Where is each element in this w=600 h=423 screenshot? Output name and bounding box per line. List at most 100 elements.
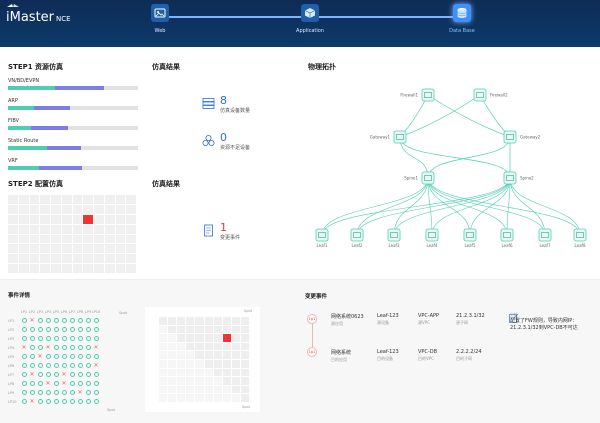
reachable-cell[interactable] xyxy=(84,344,92,352)
reachable-cell[interactable] xyxy=(28,344,36,352)
reachable-cell[interactable] xyxy=(76,335,84,343)
reachable-cell[interactable] xyxy=(76,371,84,379)
unreachable-cell[interactable] xyxy=(60,380,68,388)
reachable-cell[interactable] xyxy=(20,335,28,343)
reachable-cell[interactable] xyxy=(20,389,28,397)
reachable-cell[interactable] xyxy=(44,362,52,370)
reachable-cell[interactable] xyxy=(68,371,76,379)
step-application[interactable]: Application xyxy=(290,4,330,34)
reachable-cell[interactable] xyxy=(20,362,28,370)
reachable-cell[interactable] xyxy=(20,371,28,379)
reachable-cell[interactable] xyxy=(44,335,52,343)
reachable-cell[interactable] xyxy=(76,317,84,325)
step-database[interactable]: Data Base xyxy=(442,4,482,34)
reachable-cell[interactable] xyxy=(84,335,92,343)
reachable-cell[interactable] xyxy=(76,353,84,361)
unreachable-cell[interactable] xyxy=(92,362,100,370)
reachable-cell[interactable] xyxy=(52,344,60,352)
reachable-cell[interactable] xyxy=(60,353,68,361)
unreachable-cell[interactable] xyxy=(28,398,36,406)
reachable-cell[interactable] xyxy=(84,362,92,370)
reachable-cell[interactable] xyxy=(36,380,44,388)
reachable-cell[interactable] xyxy=(36,344,44,352)
unreachable-cell[interactable] xyxy=(28,371,36,379)
reachable-cell[interactable] xyxy=(92,380,100,388)
reachable-cell[interactable] xyxy=(92,389,100,397)
reachable-cell[interactable] xyxy=(60,362,68,370)
reachable-cell[interactable] xyxy=(36,362,44,370)
reachable-cell[interactable] xyxy=(36,389,44,397)
reachable-cell[interactable] xyxy=(76,398,84,406)
reachable-cell[interactable] xyxy=(52,335,60,343)
reachable-cell[interactable] xyxy=(84,353,92,361)
step-web[interactable]: Web xyxy=(140,4,180,34)
unreachable-cell[interactable] xyxy=(44,380,52,388)
reachable-cell[interactable] xyxy=(68,344,76,352)
unreachable-cell[interactable] xyxy=(36,353,44,361)
reachable-cell[interactable] xyxy=(28,389,36,397)
reachable-cell[interactable] xyxy=(52,326,60,334)
reachable-cell[interactable] xyxy=(76,380,84,388)
reachable-cell[interactable] xyxy=(36,326,44,334)
reachable-cell[interactable] xyxy=(92,353,100,361)
unreachable-cell[interactable] xyxy=(60,371,68,379)
reachable-cell[interactable] xyxy=(68,398,76,406)
reachable-cell[interactable] xyxy=(28,326,36,334)
reachable-cell[interactable] xyxy=(44,353,52,361)
reachable-cell[interactable] xyxy=(36,398,44,406)
reachable-cell[interactable] xyxy=(76,362,84,370)
event-dst-app[interactable]: 网络系统目的应用 xyxy=(331,349,351,363)
reachable-cell[interactable] xyxy=(44,389,52,397)
reachable-cell[interactable] xyxy=(60,389,68,397)
reachable-cell[interactable] xyxy=(92,335,100,343)
reachable-cell[interactable] xyxy=(68,362,76,370)
reachable-cell[interactable] xyxy=(60,326,68,334)
reachable-cell[interactable] xyxy=(84,371,92,379)
reachable-cell[interactable] xyxy=(28,353,36,361)
reachable-cell[interactable] xyxy=(52,398,60,406)
reachable-cell[interactable] xyxy=(60,335,68,343)
reachable-cell[interactable] xyxy=(84,380,92,388)
reachable-cell[interactable] xyxy=(36,317,44,325)
reachable-cell[interactable] xyxy=(76,344,84,352)
reachable-cell[interactable] xyxy=(52,380,60,388)
unreachable-cell[interactable] xyxy=(76,389,84,397)
reachable-cell[interactable] xyxy=(92,326,100,334)
reachable-cell[interactable] xyxy=(84,326,92,334)
reachable-cell[interactable] xyxy=(68,353,76,361)
unreachable-cell[interactable] xyxy=(44,344,52,352)
reachable-cell[interactable] xyxy=(68,335,76,343)
reachable-cell[interactable] xyxy=(52,317,60,325)
reachable-cell[interactable] xyxy=(60,398,68,406)
reachable-cell[interactable] xyxy=(92,371,100,379)
reachable-cell[interactable] xyxy=(44,317,52,325)
edit-analysis-icon[interactable] xyxy=(509,313,519,323)
reachable-cell[interactable] xyxy=(44,371,52,379)
reachable-cell[interactable] xyxy=(52,371,60,379)
reachable-cell[interactable] xyxy=(68,326,76,334)
reachable-cell[interactable] xyxy=(36,335,44,343)
reachable-cell[interactable] xyxy=(84,389,92,397)
reachable-cell[interactable] xyxy=(20,326,28,334)
reachable-cell[interactable] xyxy=(44,398,52,406)
reachable-cell[interactable] xyxy=(20,380,28,388)
reachable-cell[interactable] xyxy=(60,317,68,325)
reachable-cell[interactable] xyxy=(92,317,100,325)
reachable-cell[interactable] xyxy=(84,317,92,325)
reachable-cell[interactable] xyxy=(52,389,60,397)
reachable-cell[interactable] xyxy=(52,362,60,370)
reachable-cell[interactable] xyxy=(20,353,28,361)
reachable-cell[interactable] xyxy=(20,398,28,406)
reachable-cell[interactable] xyxy=(52,353,60,361)
reachable-cell[interactable] xyxy=(76,326,84,334)
reachable-cell[interactable] xyxy=(36,371,44,379)
reachable-cell[interactable] xyxy=(28,380,36,388)
unreachable-cell[interactable] xyxy=(20,344,28,352)
reachable-cell[interactable] xyxy=(84,398,92,406)
reachable-cell[interactable] xyxy=(28,362,36,370)
unreachable-cell[interactable] xyxy=(92,344,100,352)
reachable-cell[interactable] xyxy=(68,317,76,325)
reachable-cell[interactable] xyxy=(20,317,28,325)
unreachable-cell[interactable] xyxy=(28,317,36,325)
